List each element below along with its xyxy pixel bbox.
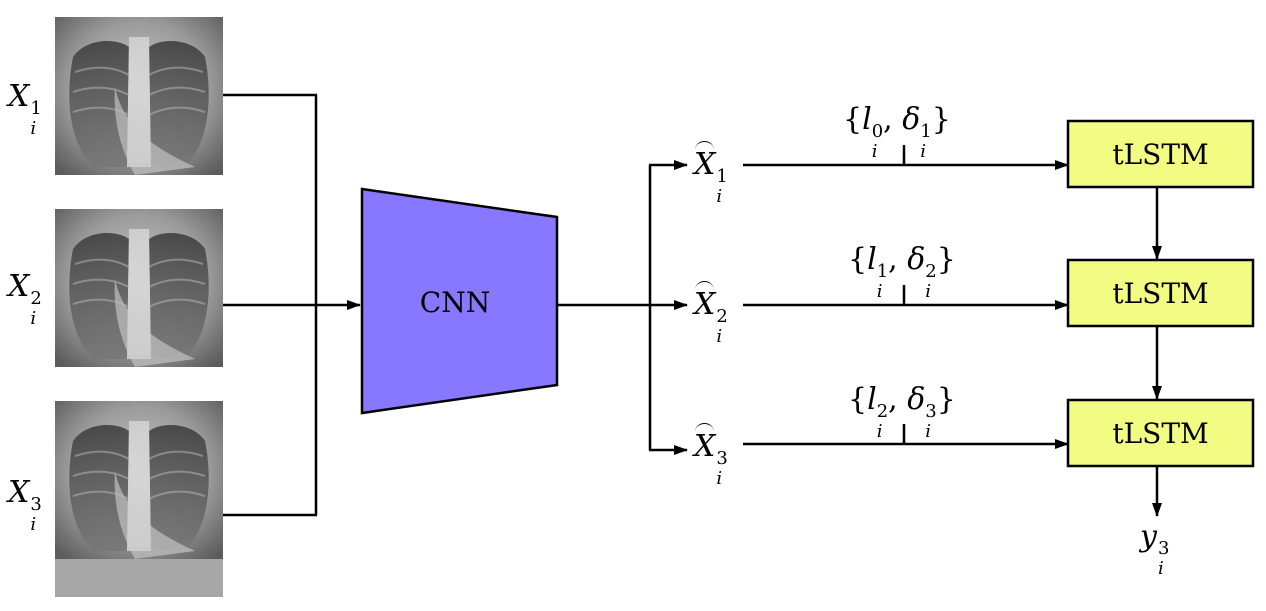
tlstm-box-1 <box>1066 119 1255 189</box>
input-connector <box>223 93 361 517</box>
cnn-block <box>360 187 559 415</box>
tlstm-label-3: tLSTM <box>1112 417 1209 450</box>
xray-image-1 <box>54 16 224 176</box>
tlstm-box-3 <box>1066 398 1255 468</box>
feature-connector <box>557 160 688 455</box>
tlstm-label-2: tLSTM <box>1112 277 1209 310</box>
cnn-label: CNN <box>419 286 491 319</box>
feature-to-tlstm-arrows <box>743 145 1069 449</box>
tlstm-box-2 <box>1066 258 1255 328</box>
xray-image-3 <box>54 400 224 597</box>
xray-image-2 <box>54 208 224 368</box>
tlstm-label-1: tLSTM <box>1112 138 1209 171</box>
